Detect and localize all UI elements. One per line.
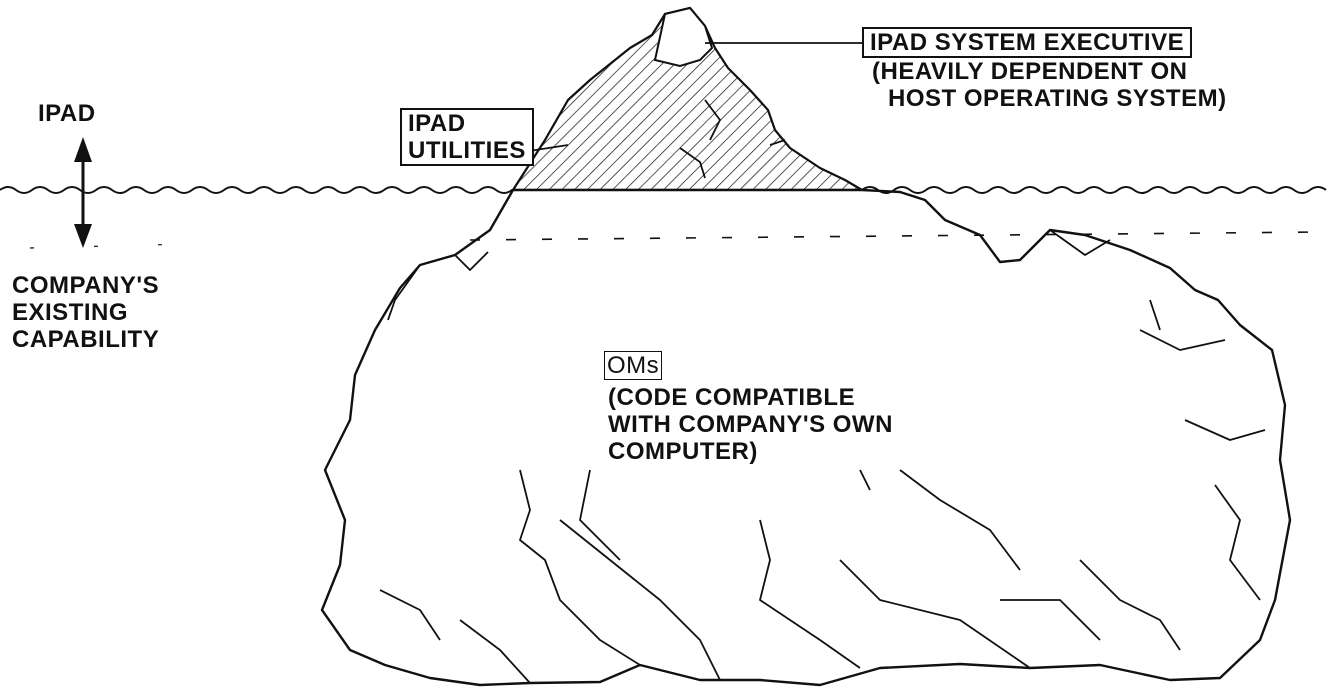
oms-note-line-2: WITH COMPANY'S OWN: [608, 411, 893, 438]
executive-note-line-1: (HEAVILY DEPENDENT ON: [872, 58, 1188, 85]
dashed-guide-line-left: [29, 243, 191, 249]
executive-note-line-2: HOST OPERATING SYSTEM): [888, 85, 1227, 112]
body-cracks: [379, 229, 1266, 684]
company-line-1: COMPANY'S: [12, 272, 160, 299]
tip-cracks: [679, 99, 786, 179]
executive-note: (HEAVILY DEPENDENT ON HOST OPERATING SYS…: [872, 58, 1227, 112]
oms-note-line-3: COMPUTER): [608, 438, 758, 465]
double-headed-arrow-icon: [74, 137, 92, 248]
utilities-line-2: UTILITIES: [408, 137, 526, 164]
iceberg-peak-cap: [653, 6, 714, 68]
utilities-line-1: IPAD: [408, 110, 466, 137]
ipad-side-label: IPAD: [38, 100, 96, 127]
utilities-label: IPAD UTILITIES: [400, 108, 534, 166]
executive-label: IPAD SYSTEM EXECUTIVE: [862, 27, 1193, 58]
oms-note: (CODE COMPATIBLE WITH COMPANY'S OWN COMP…: [608, 384, 893, 465]
company-line-3: CAPABILITY: [12, 326, 160, 353]
company-capability-label: COMPANY'S EXISTING CAPABILITY: [12, 272, 159, 353]
oms-note-line-1: (CODE COMPATIBLE: [608, 384, 856, 411]
iceberg-tip-hatched: [511, 6, 864, 192]
company-line-2: EXISTING: [12, 299, 129, 326]
oms-label: OMs: [604, 351, 663, 380]
water-line: [0, 186, 1327, 194]
